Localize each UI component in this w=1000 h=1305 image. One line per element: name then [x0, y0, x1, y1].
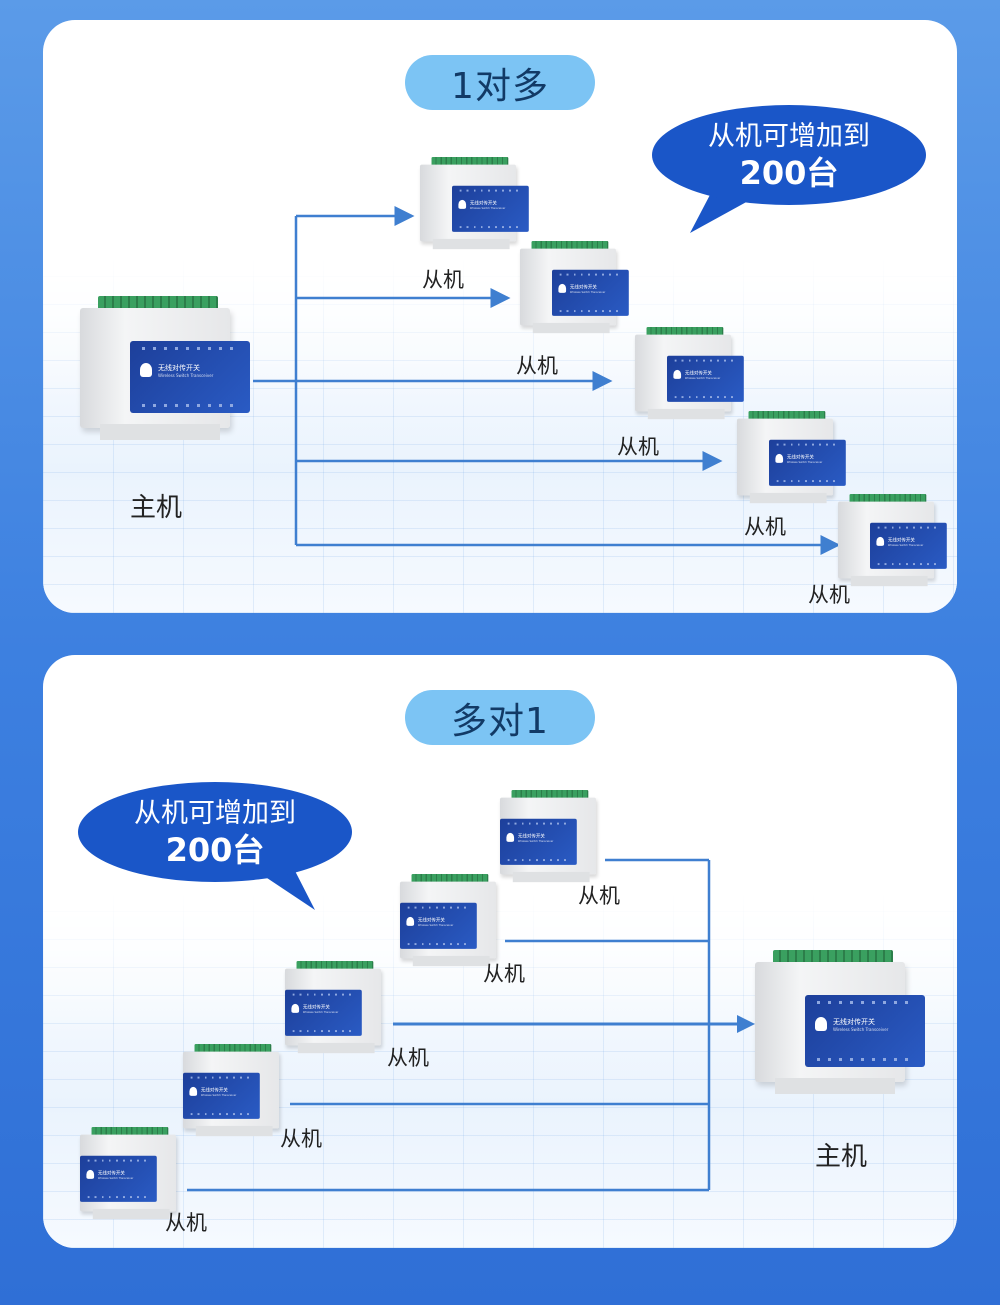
slave-label: 从机 [744, 515, 786, 539]
bubble-line2: 200台 [739, 154, 839, 192]
robot-logo-icon [406, 916, 415, 926]
robot-logo-icon [558, 283, 567, 293]
slave-label: 从机 [483, 962, 525, 986]
device-name: 无线对传开关 [302, 1004, 330, 1010]
device-subtitle: Wireless Switch Transceiver [97, 1176, 134, 1180]
device-name: 无线对传开关 [417, 917, 445, 923]
device-name: 无线对传开关 [887, 537, 915, 543]
robot-logo-icon [140, 363, 152, 377]
bubble-line1: 从机可增加到 [708, 121, 870, 152]
robot-logo-icon [86, 1169, 95, 1179]
device-subtitle: Wireless Switch Transceiver [302, 1010, 339, 1014]
slave-label: 从机 [165, 1211, 207, 1235]
slave-label: 从机 [808, 583, 850, 607]
slave-label: 从机 [578, 884, 620, 908]
robot-logo-icon [775, 453, 784, 463]
robot-logo-icon [458, 199, 467, 209]
robot-logo-icon [189, 1086, 198, 1096]
device-name: 无线对传开关 [469, 200, 497, 206]
slave-label: 从机 [516, 354, 558, 378]
robot-logo-icon [876, 536, 885, 546]
robot-logo-icon [815, 1017, 827, 1031]
master-label: 主机 [130, 493, 183, 523]
device-name: 无线对传开关 [833, 1018, 875, 1026]
bubble-line2: 200台 [165, 831, 265, 869]
slave-label: 从机 [280, 1127, 322, 1151]
device-subtitle: Wireless Switch Transceiver [569, 290, 606, 294]
device-name: 无线对传开关 [786, 454, 814, 460]
device-name: 无线对传开关 [200, 1087, 228, 1093]
device-name: 无线对传开关 [158, 364, 200, 372]
device-name: 无线对传开关 [517, 833, 545, 839]
slave-label: 从机 [617, 435, 659, 459]
device-subtitle: Wireless Switch Transceiver [833, 1027, 889, 1032]
bubble-line1: 从机可增加到 [134, 798, 296, 829]
device-subtitle: Wireless Switch Transceiver [417, 923, 454, 927]
device-subtitle: Wireless Switch Transceiver [158, 373, 214, 378]
device-subtitle: Wireless Switch Transceiver [469, 206, 506, 210]
robot-logo-icon [673, 369, 682, 379]
slave-label: 从机 [422, 268, 464, 292]
master-label: 主机 [815, 1142, 868, 1172]
device-subtitle: Wireless Switch Transceiver [684, 376, 721, 380]
device-name: 无线对传开关 [684, 370, 712, 376]
device-name: 无线对传开关 [569, 284, 597, 290]
slave-label: 从机 [387, 1046, 429, 1070]
device-name: 无线对传开关 [97, 1170, 125, 1176]
device-subtitle: Wireless Switch Transceiver [200, 1093, 237, 1097]
mode-title-many-to-one: 多对1 [405, 690, 595, 745]
device-subtitle: Wireless Switch Transceiver [887, 543, 924, 547]
mode-title-one-to-many: 1对多 [405, 55, 595, 110]
device-subtitle: Wireless Switch Transceiver [517, 839, 554, 843]
device-subtitle: Wireless Switch Transceiver [786, 460, 823, 464]
robot-logo-icon [506, 832, 515, 842]
robot-logo-icon [291, 1003, 300, 1013]
